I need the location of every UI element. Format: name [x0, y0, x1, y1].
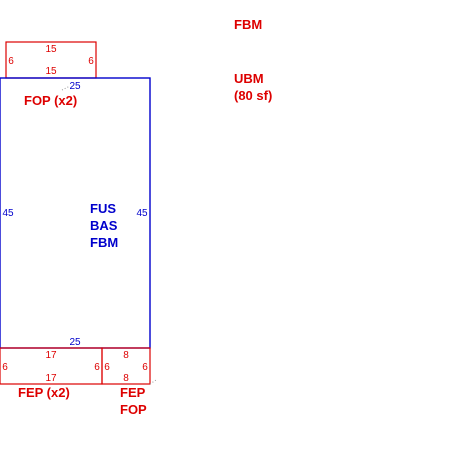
top-porch-dim-bottom: 15 [45, 66, 57, 77]
bottom-right-patio: 8 8 6 6 FEP FOP [101, 347, 157, 417]
main-area-outline [0, 77, 151, 349]
bottom-left-patio-dim-right: 6 [94, 362, 100, 373]
bottom-right-patio-dim-top: 8 [123, 350, 129, 361]
main-area-label-line-2: BAS [90, 218, 118, 233]
top-porch-dim-left: 6 [8, 56, 14, 67]
legend-line-3: (80 sf) [234, 88, 272, 103]
top-porch: 15 15 6 6 [5, 41, 97, 79]
bottom-left-patio-dim-bottom: 17 [45, 373, 57, 384]
bottom-right-patio-dim-left: 6 [104, 362, 110, 373]
bottom-left-patio-dim-top: 17 [45, 350, 57, 361]
bottom-left-patio-label: FEP (x2) [18, 385, 70, 400]
main-area-dim-right: 45 [136, 208, 148, 219]
bottom-right-patio-label-line-1: FEP [120, 385, 146, 400]
bottom-right-patio-label-line-2: FOP [120, 402, 147, 417]
top-porch-dim-top: 15 [45, 44, 57, 55]
main-area: 25 25 45 45 FUS BAS FBM [0, 77, 151, 349]
main-area-label-line-1: FUS [90, 201, 116, 216]
bottom-left-patio-dim-left: 6 [2, 362, 8, 373]
connector-dots-2 [149, 379, 157, 385]
main-area-dim-bottom: 25 [69, 337, 81, 348]
legend: FBM UBM (80 sf) [234, 17, 272, 103]
main-area-dim-top: 25 [69, 81, 81, 92]
bottom-left-patio: 17 17 6 6 FEP (x2) [0, 347, 103, 400]
legend-line-2: UBM [234, 71, 264, 86]
main-area-label-line-3: FBM [90, 235, 118, 250]
top-porch-dim-right: 6 [88, 56, 94, 67]
bottom-right-patio-dim-bottom: 8 [123, 373, 129, 384]
top-porch-label: FOP (x2) [24, 93, 77, 108]
legend-line-1: FBM [234, 17, 262, 32]
bottom-right-patio-outline [101, 347, 151, 385]
main-area-dim-left: 45 [2, 208, 14, 219]
bottom-right-patio-dim-right: 6 [142, 362, 148, 373]
